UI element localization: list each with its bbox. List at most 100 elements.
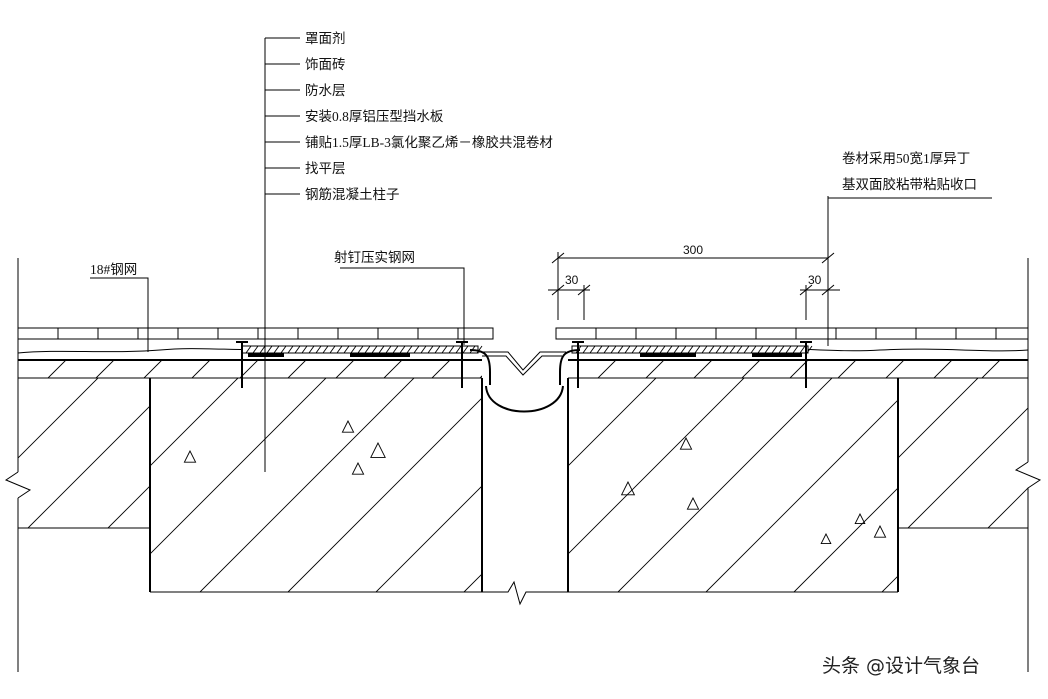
plate-hatch-line — [315, 345, 322, 354]
dimension-left-edge: 30 — [565, 273, 579, 287]
plate-hatch-line — [357, 345, 364, 354]
column-bottom-break-line — [150, 580, 898, 606]
plate-hatch-line — [666, 345, 673, 354]
plate-hatch-line — [329, 345, 336, 354]
label-screed: 找平层 — [305, 161, 346, 176]
aggregate-triangle — [686, 496, 700, 510]
plate-hatch-line — [441, 345, 448, 354]
plate-hatch-line — [259, 345, 266, 354]
aggregate-triangle — [620, 480, 636, 496]
hatch-line — [987, 487, 1028, 528]
plate-hatch-line — [757, 345, 764, 354]
label-aluminum-plate: 安装0.8厚铝压型挡水板 — [305, 109, 444, 124]
plate-hatch-line — [266, 345, 273, 354]
plate-hatch-line — [736, 345, 743, 354]
plate-hatch-line — [806, 345, 813, 354]
hatch-line — [18, 378, 19, 379]
layer-label-list: 罩面剂 饰面砖 防水层 安装0.8厚铝压型挡水板 铺贴1.5厚LB-3氯化聚乙烯… — [305, 31, 553, 202]
hatch-line — [95, 360, 115, 378]
hatch-line — [18, 378, 99, 459]
hatch-line — [693, 360, 713, 378]
hatch-line — [383, 360, 403, 378]
hatch-line — [150, 378, 239, 467]
plate-hatch-line — [729, 345, 736, 354]
plate-hatch-line — [764, 345, 771, 354]
leader-lines — [90, 37, 992, 472]
plate-hatch-line — [476, 345, 483, 354]
plate-hatch-line — [455, 345, 462, 354]
plate-hatch-line — [462, 345, 469, 354]
plate-hatch-line — [301, 345, 308, 354]
plate-hatch-line — [645, 345, 652, 354]
plate-hatch-line — [252, 345, 259, 354]
plate-hatch-line — [448, 345, 455, 354]
plate-hatch-line — [245, 345, 252, 354]
hatch-line — [597, 360, 617, 378]
aggregate-triangle — [351, 461, 365, 475]
tile-layer — [17, 327, 1029, 340]
hatch-line — [107, 485, 150, 528]
plate-hatch-line — [799, 345, 806, 354]
plate-hatch-line — [280, 345, 287, 354]
hatch-line — [793, 487, 898, 592]
hatch-line — [645, 360, 665, 378]
plate-hatch-line — [343, 345, 350, 354]
plate-hatch-line — [434, 345, 441, 354]
aggregate-triangle — [183, 449, 197, 463]
plate-hatch-line — [617, 345, 624, 354]
label-membrane: 铺贴1.5厚LB-3氯化聚乙烯－橡胶共混卷材 — [305, 134, 553, 150]
plate-hatch-line — [771, 345, 778, 354]
hatch-line — [18, 360, 19, 361]
hatch-line — [881, 575, 898, 592]
plate-hatch-line — [778, 345, 785, 354]
hatch-line — [741, 360, 761, 378]
plate-hatch-line — [385, 345, 392, 354]
plate-hatch-line — [371, 345, 378, 354]
watermark: 头条 @设计气象台 — [822, 655, 980, 677]
hatch-line — [463, 573, 482, 592]
plate-hatch-line — [631, 345, 638, 354]
hatch-line — [431, 360, 451, 378]
plate-hatch-line — [582, 345, 589, 354]
hatch-line — [287, 397, 482, 592]
plate-hatch-line — [603, 345, 610, 354]
label-sealer: 罩面剂 — [305, 31, 346, 46]
screed-layer — [17, 339, 1029, 361]
plate-hatch-line — [413, 345, 420, 354]
plate-hatch-line — [273, 345, 280, 354]
hatch-line — [335, 360, 355, 378]
plate-hatch-line — [392, 345, 399, 354]
concrete-column-right — [567, 378, 1028, 592]
mesh-label: 18#钢网 — [90, 262, 137, 277]
hatch-line — [617, 378, 833, 592]
hatch-line — [837, 360, 857, 378]
hatch-line — [47, 360, 67, 378]
hatch-line — [981, 360, 1001, 378]
plate-hatch-line — [610, 345, 617, 354]
dimension-overall: 300 — [683, 243, 703, 257]
hatch-line — [933, 360, 953, 378]
hatch-line — [199, 378, 415, 592]
hatch-line — [27, 405, 150, 528]
plate-hatch-line — [427, 345, 434, 354]
aggregate-triangle — [820, 532, 832, 545]
label-waterproof: 防水层 — [305, 83, 346, 98]
nail-label: 射钉压实钢网 — [334, 250, 415, 265]
aggregate-triangle — [679, 436, 693, 450]
hatch-line — [568, 378, 745, 555]
plate-hatch-line — [673, 345, 680, 354]
plate-hatch-line — [638, 345, 645, 354]
hatch-line — [898, 378, 899, 379]
plate-hatch-line — [659, 345, 666, 354]
dimension-lines — [548, 196, 840, 320]
joint-membrane — [469, 349, 581, 413]
plate-hatch-line — [792, 345, 799, 354]
plate-hatch-line — [624, 345, 631, 354]
plate-hatch-line — [750, 345, 757, 354]
hatch-line — [150, 378, 151, 379]
plate-hatch-line — [715, 345, 722, 354]
plate-hatch-line — [308, 345, 315, 354]
concrete-column-left — [18, 378, 483, 592]
hatch-line — [898, 378, 979, 459]
